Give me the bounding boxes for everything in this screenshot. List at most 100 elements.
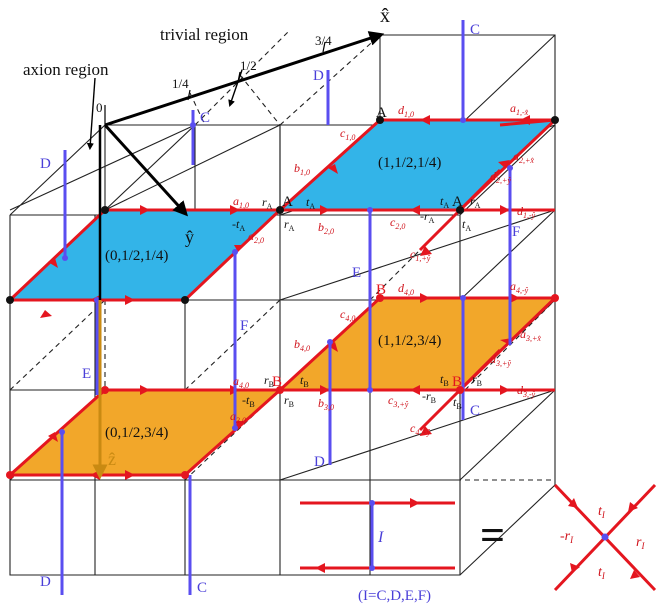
a20-letter: a — [248, 229, 254, 243]
d40-letter: d — [398, 281, 405, 295]
link-label-C-3: C — [470, 403, 480, 419]
b20-sub: 2,0 — [324, 227, 334, 236]
b40-sub: 4,0 — [300, 344, 310, 353]
legend-tI-bottom-sub: I — [601, 571, 606, 581]
rB3-letter: r — [472, 372, 477, 386]
plane-label-1-12-34: (1,1/2,3/4) — [378, 333, 441, 349]
svg-text:d2,+ŷ: d2,+ŷ — [490, 169, 511, 185]
tB-sub: B — [303, 380, 308, 389]
c3py-sub: 3,+ŷ — [392, 400, 408, 409]
svg-text:a3,+x̂: a3,+x̂ — [520, 327, 541, 343]
svg-text:-rA: -rA — [420, 209, 435, 225]
svg-text:a2,+x̂: a2,+x̂ — [513, 149, 534, 165]
rB2-sub: B — [289, 400, 294, 409]
svg-text:-rI: -rI — [560, 529, 574, 545]
c4py-letter: c — [410, 421, 416, 435]
a40-letter: a — [233, 374, 239, 388]
svg-text:b3,0: b3,0 — [318, 396, 334, 412]
tB3-sub: B — [456, 402, 461, 411]
tA2-sub: A — [443, 201, 449, 210]
site-B-right: B — [452, 374, 462, 390]
site-B-top: B — [376, 282, 386, 298]
svg-text:a4,-ŷ: a4,-ŷ — [510, 279, 529, 295]
b40-letter: b — [294, 337, 300, 351]
svg-text:d1,0: d1,0 — [398, 103, 414, 119]
link-label-F-1: F — [240, 318, 248, 334]
legend-tI-top-sub: I — [601, 510, 606, 520]
tA-sub: A — [309, 202, 315, 211]
plane-orange-left — [10, 390, 280, 475]
minus-tA-letter: -t — [232, 217, 240, 231]
a2px-sub: 2,+x̂ — [519, 156, 534, 165]
tA2-letter: t — [440, 194, 444, 208]
svg-text:-tA: -tA — [232, 217, 245, 233]
a30-letter: a — [230, 409, 236, 423]
tB3-letter: t — [453, 395, 457, 409]
plane-label-0-12-34: (0,1/2,3/4) — [105, 425, 168, 441]
bond-labels-bottom: d4,0 a4,-ŷ c4,0 a3,+x̂ d3,+ŷ b4,0 a4,0 d… — [230, 279, 541, 437]
d1my-letter: d — [517, 204, 524, 218]
minus-rA-sub: A — [429, 216, 435, 225]
link-label-D-2: D — [40, 156, 51, 172]
d2py-sub: 2,+ŷ — [496, 176, 511, 185]
tB-letter: t — [300, 373, 304, 387]
svg-text:tB: tB — [300, 373, 309, 389]
minus-tB-letter: -t — [242, 393, 250, 407]
rA3-sub: A — [475, 201, 481, 210]
svg-text:a1,-x̂: a1,-x̂ — [510, 101, 529, 117]
svg-text:rA: rA — [284, 217, 295, 233]
d40-sub: 4,0 — [404, 288, 414, 297]
b10-sub: 1,0 — [300, 168, 310, 177]
svg-text:b4,0: b4,0 — [294, 337, 310, 353]
plane-cyan-left — [10, 210, 280, 300]
link-label-D-3: D — [314, 454, 325, 470]
tick-1-2: 1/2 — [240, 58, 257, 73]
plane-label-0-12-14: (0,1/2,1/4) — [105, 248, 168, 264]
legend-equals: = — [480, 511, 505, 560]
tick-3-4: 3/4 — [315, 33, 332, 48]
rB-sub: B — [269, 380, 274, 389]
svg-text:b2,0: b2,0 — [318, 220, 334, 236]
svg-text:rA: rA — [262, 195, 273, 211]
svg-text:d3,-ŷ: d3,-ŷ — [517, 383, 536, 399]
svg-text:c4,+ŷ: c4,+ŷ — [410, 421, 431, 437]
rA2-sub: A — [289, 224, 295, 233]
tA3-letter: t — [462, 217, 466, 231]
legend-tI-bottom: t — [598, 565, 603, 580]
minus-tB-sub: B — [249, 400, 254, 409]
svg-text:tI: tI — [598, 504, 606, 520]
a1mx-sub: 1,-x̂ — [516, 108, 529, 117]
svg-text:rB: rB — [472, 372, 482, 388]
d2py-letter: d — [490, 169, 497, 183]
svg-text:d4,0: d4,0 — [398, 281, 414, 297]
corner-nodes — [6, 116, 559, 304]
tA3-sub: A — [465, 224, 471, 233]
rB3-sub: B — [477, 379, 482, 388]
site-A-left: A — [282, 194, 293, 210]
svg-text:a4,0: a4,0 — [233, 374, 249, 390]
minus-rB-letter: -r — [422, 389, 431, 403]
c3py-letter: c — [388, 393, 394, 407]
minus-tA-sub: A — [239, 224, 245, 233]
d10-sub: 1,0 — [404, 110, 414, 119]
link-label-C-1: C — [200, 110, 210, 126]
a2px-letter: a — [513, 149, 519, 163]
svg-text:a3,0: a3,0 — [230, 409, 246, 425]
legend-rI-sub: I — [640, 541, 645, 551]
b30-sub: 3,0 — [323, 403, 334, 412]
b20-letter: b — [318, 220, 324, 234]
d3my-sub: 3,-ŷ — [522, 390, 536, 399]
c10-sub: 1,0 — [345, 133, 355, 142]
a4my-letter: a — [510, 279, 516, 293]
c1py-letter: c — [410, 247, 416, 261]
link-label-E-2: E — [352, 265, 361, 281]
red-nodes — [6, 294, 559, 479]
a20-sub: 2,0 — [254, 236, 264, 245]
svg-text:tB: tB — [453, 395, 462, 411]
a40-sub: 4,0 — [239, 381, 249, 390]
tB2-sub: B — [443, 379, 448, 388]
c20-sub: 2,0 — [395, 222, 405, 231]
legend-caption: (I=C,D,E,F) — [358, 588, 431, 604]
blue-link-nodes — [59, 117, 513, 435]
legend-rI: r — [636, 535, 642, 550]
